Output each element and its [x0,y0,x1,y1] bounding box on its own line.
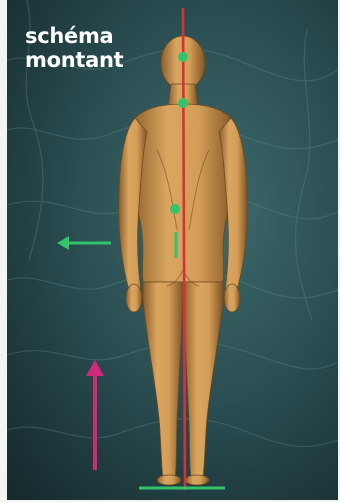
up-arrow-icon [86,360,104,470]
right-hand [224,284,240,312]
diagram-frame: schéma montant [7,0,338,500]
marker-sacrum [170,204,180,214]
marker-neck [178,98,188,108]
right-leg [183,282,223,478]
left-leg [143,282,183,478]
posture-diagram [7,0,338,500]
left-arrow-icon [57,236,111,250]
left-hand [126,284,142,312]
marker-head [178,52,188,62]
right-foot [185,475,209,485]
left-foot [157,475,181,485]
